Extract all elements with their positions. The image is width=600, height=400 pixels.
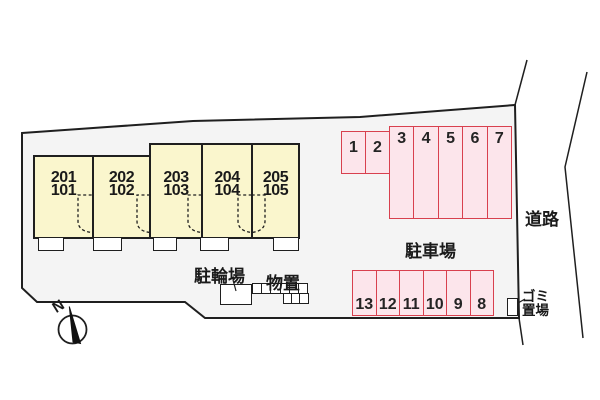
parking-space: 10 xyxy=(422,271,447,315)
parking-space: 11 xyxy=(399,271,423,315)
garbage-box xyxy=(507,298,518,316)
storage-row-upper xyxy=(252,283,308,294)
parking-space: 2 xyxy=(365,132,389,173)
unit-lower-number: 103 xyxy=(163,181,189,199)
storage-cell xyxy=(297,284,307,293)
storage-cell xyxy=(253,284,261,293)
storage-cell xyxy=(279,284,289,293)
unit-lower-number: 104 xyxy=(214,181,240,199)
porch xyxy=(200,237,229,251)
parking-row-1-2: 1 2 xyxy=(341,131,390,174)
storage-cell xyxy=(270,284,279,293)
parking-row-3-7: 3 4 5 6 7 xyxy=(389,126,512,219)
parking-space: 4 xyxy=(413,127,437,218)
storage-cell xyxy=(261,284,270,293)
porch xyxy=(93,237,122,251)
unit-upper-number: 202 xyxy=(108,169,135,186)
road-edge-right xyxy=(564,71,588,339)
storage-cell xyxy=(288,284,298,293)
unit-upper-number: 203 xyxy=(163,169,189,186)
unit-205-105: 205 105 xyxy=(251,145,298,237)
parking-space: 12 xyxy=(375,271,400,315)
parking-row-8-13: 13 12 11 10 9 8 xyxy=(352,270,494,316)
unit-201-101: 201 101 xyxy=(35,157,92,237)
parking-space: 8 xyxy=(469,271,494,315)
parking-space: 1 xyxy=(349,139,358,156)
storage-cell xyxy=(291,294,299,303)
parking-space: 13 xyxy=(355,296,374,313)
storage-cell xyxy=(299,294,307,303)
bicycle-parking-label: 駐輪場 xyxy=(194,267,245,286)
unit-lower-number: 102 xyxy=(108,181,135,199)
porch xyxy=(273,237,299,251)
unit-lower-number: 101 xyxy=(50,181,77,199)
bicycle-parking-structure xyxy=(220,284,252,305)
unit-upper-number: 204 xyxy=(214,169,240,186)
unit-203-103: 203 103 xyxy=(151,145,201,237)
unit-upper-number: 205 xyxy=(262,169,289,186)
unit-202-102: 202 102 xyxy=(92,157,149,237)
unit-upper-number: 201 xyxy=(50,169,77,186)
garbage-area-label-line1: ゴミ xyxy=(522,289,549,304)
porch xyxy=(153,237,177,251)
porch xyxy=(38,237,64,251)
unit-lower-number: 105 xyxy=(262,181,289,199)
garbage-area-label: ゴミ 置場 xyxy=(522,290,549,318)
building-block-left: 201 101 202 102 xyxy=(33,155,151,239)
road-label: 道路 xyxy=(525,210,559,229)
road-edge-left-lower xyxy=(518,317,524,346)
building-block-right: 203 103 204 104 205 105 xyxy=(149,143,300,239)
garbage-area-label-line2: 置場 xyxy=(522,303,549,318)
parking-space: 3 xyxy=(397,130,407,147)
parking-space: 7 xyxy=(486,127,511,218)
unit-204-104: 204 104 xyxy=(201,145,251,237)
parking-space: 9 xyxy=(446,271,470,315)
storage-cell xyxy=(284,294,291,303)
parking-space: 6 xyxy=(462,127,486,218)
parking-lot-label: 駐車場 xyxy=(405,242,456,261)
parking-space: 5 xyxy=(437,127,462,218)
storage-row-lower xyxy=(283,293,309,304)
road-edge-left-upper xyxy=(514,59,528,106)
storage-label: 物置 xyxy=(266,274,300,293)
